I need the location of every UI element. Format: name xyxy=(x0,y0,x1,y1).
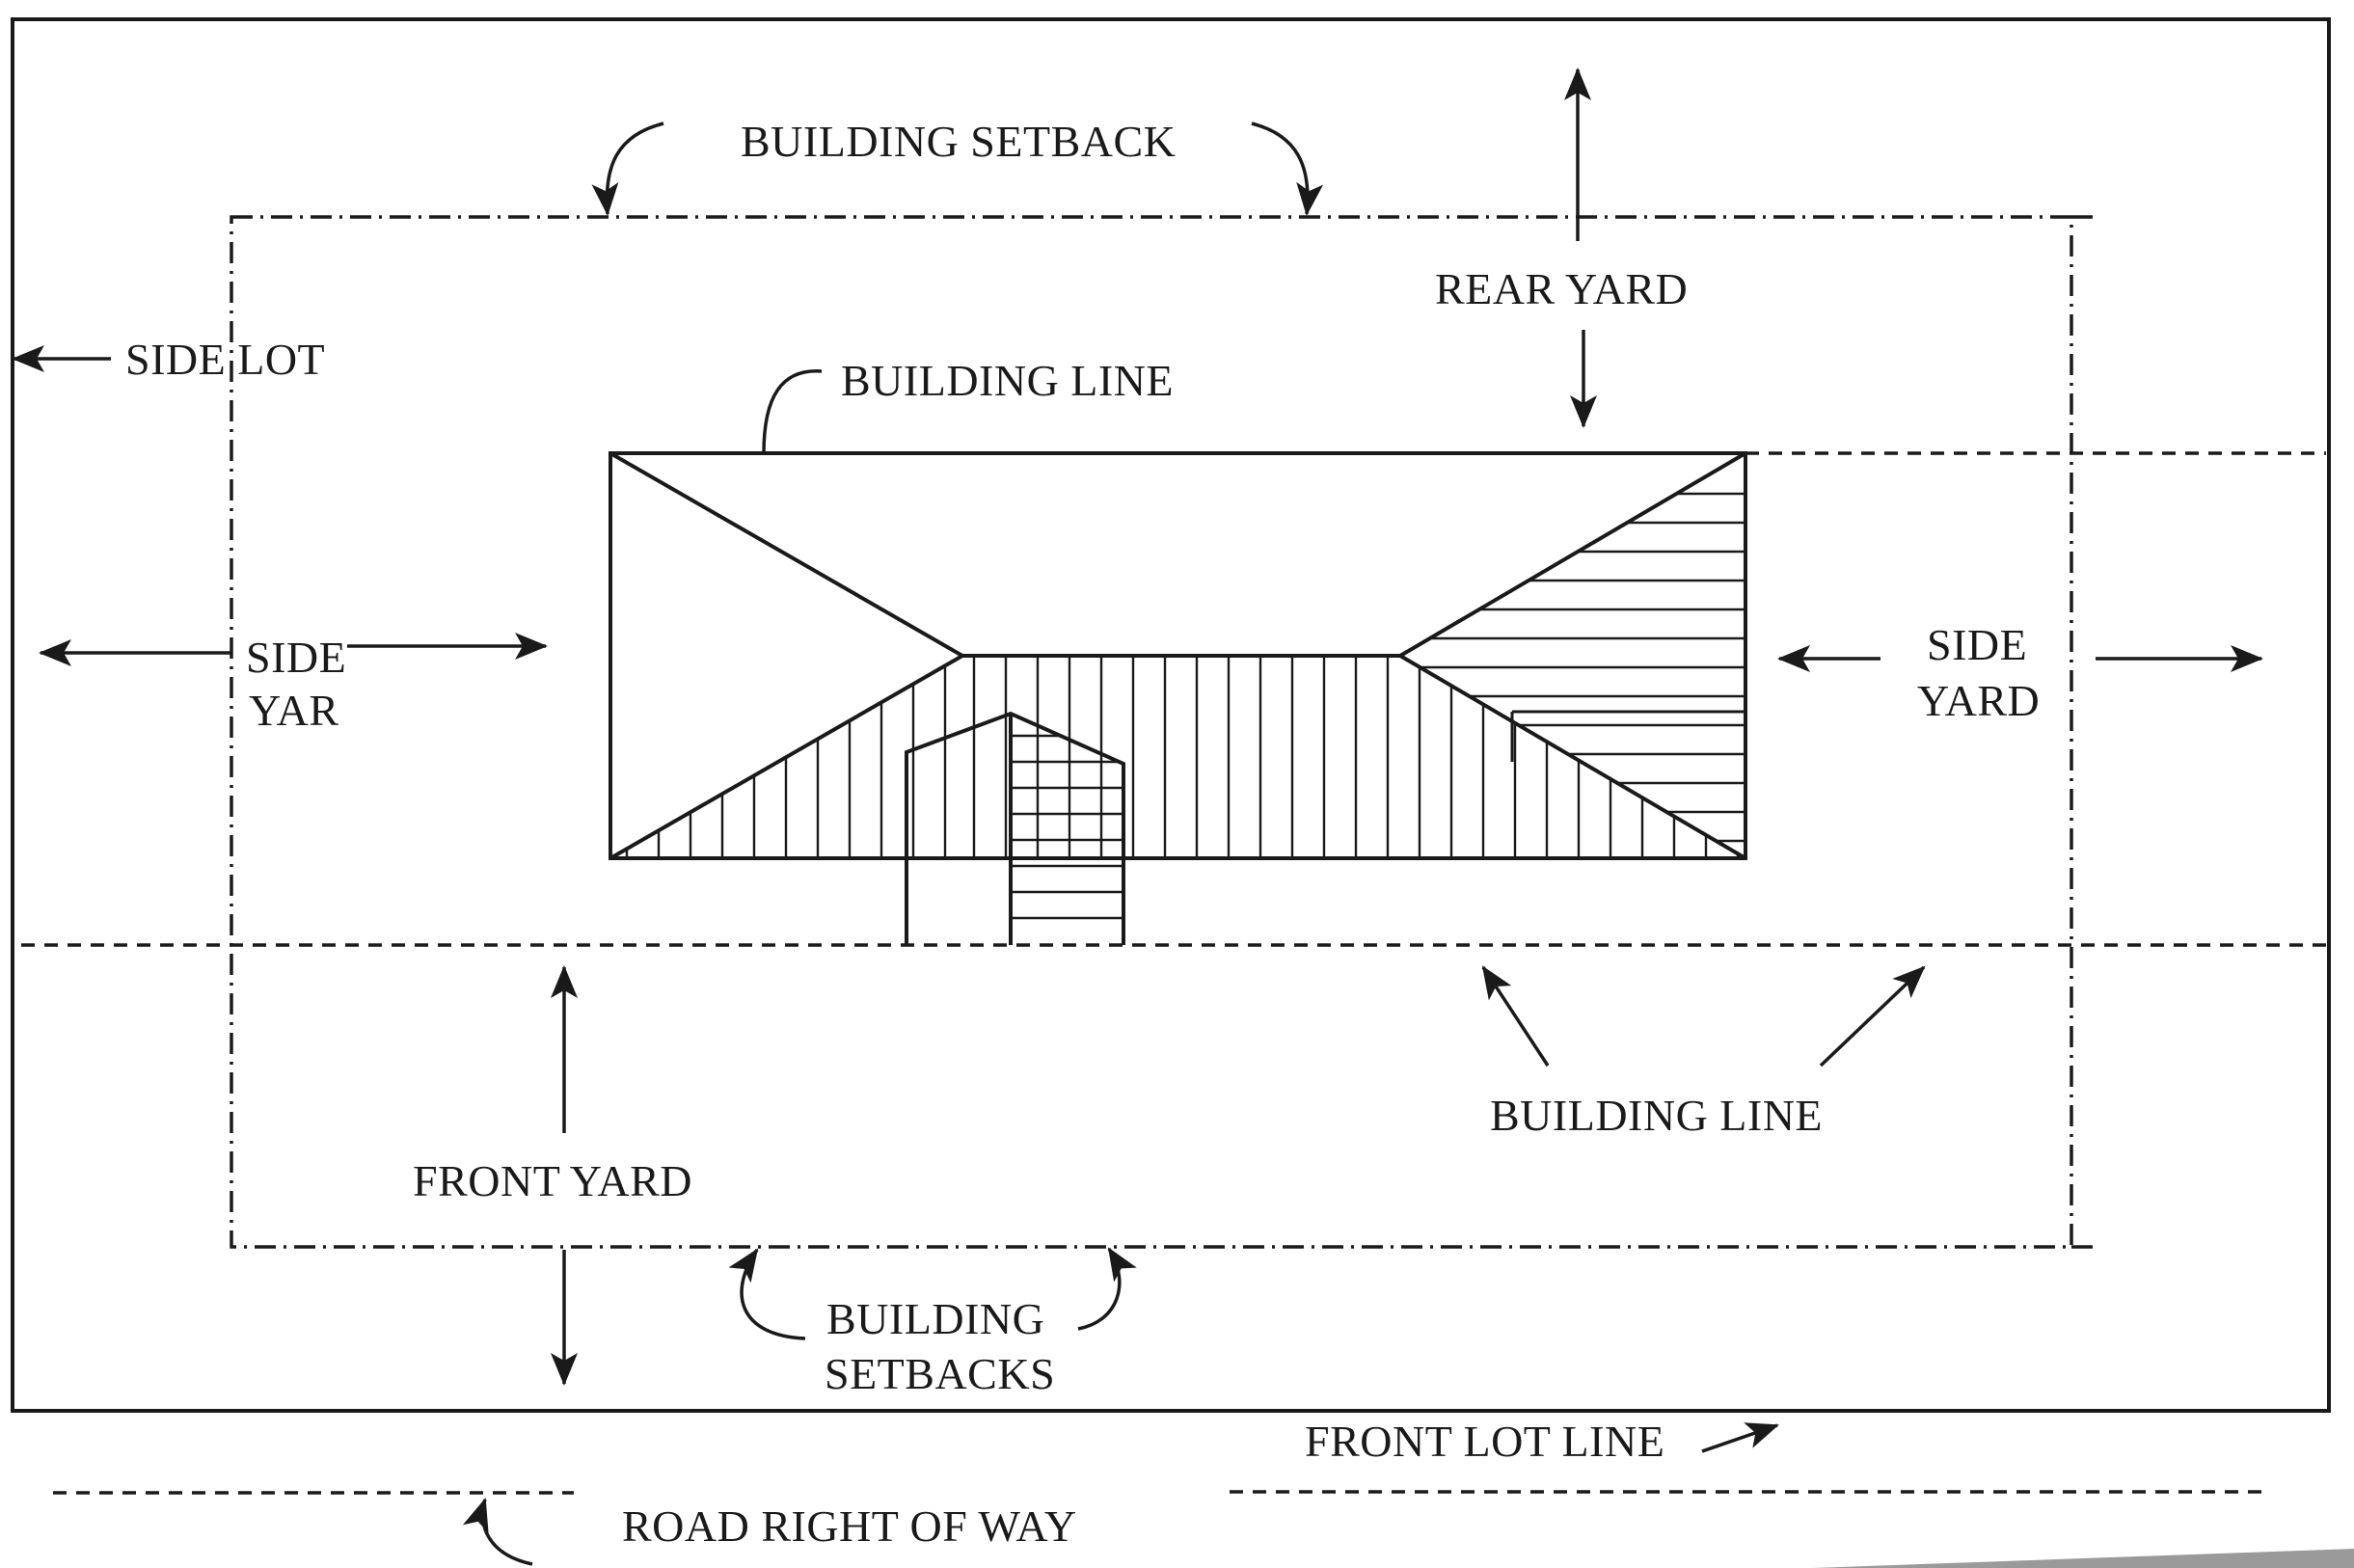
lot-boundary xyxy=(11,17,2331,1413)
label-side-yard-right-line2: YARD xyxy=(1917,676,2040,725)
building-setback-line xyxy=(230,215,2073,1249)
label-side-yard-left-line2: YAR xyxy=(249,686,339,735)
label-side-yard-left-line1: SIDE xyxy=(246,633,346,682)
label-building-line-top: BUILDING LINE xyxy=(841,356,1174,405)
label-road-right-of-way: ROAD RIGHT OF WAY xyxy=(622,1501,1077,1551)
label-building-line-bottom: BUILDING LINE xyxy=(1490,1091,1823,1140)
label-side-yard-right-line1: SIDE xyxy=(1927,620,2027,669)
page-corner-shadow xyxy=(1813,1549,2354,1568)
house-roof-plan xyxy=(609,451,1747,945)
label-side-lot: SIDE LOT xyxy=(125,335,325,384)
arrows xyxy=(12,68,2263,1566)
label-rear-yard: REAR YARD xyxy=(1435,264,1688,313)
label-front-lot-line: FRONT LOT LINE xyxy=(1305,1417,1664,1466)
label-building-setback: BUILDING SETBACK xyxy=(741,117,1176,166)
label-building-setbacks-line1: BUILDING xyxy=(826,1294,1044,1343)
label-building-setbacks-line2: SETBACKS xyxy=(825,1349,1055,1398)
label-front-yard: FRONT YARD xyxy=(413,1156,692,1205)
